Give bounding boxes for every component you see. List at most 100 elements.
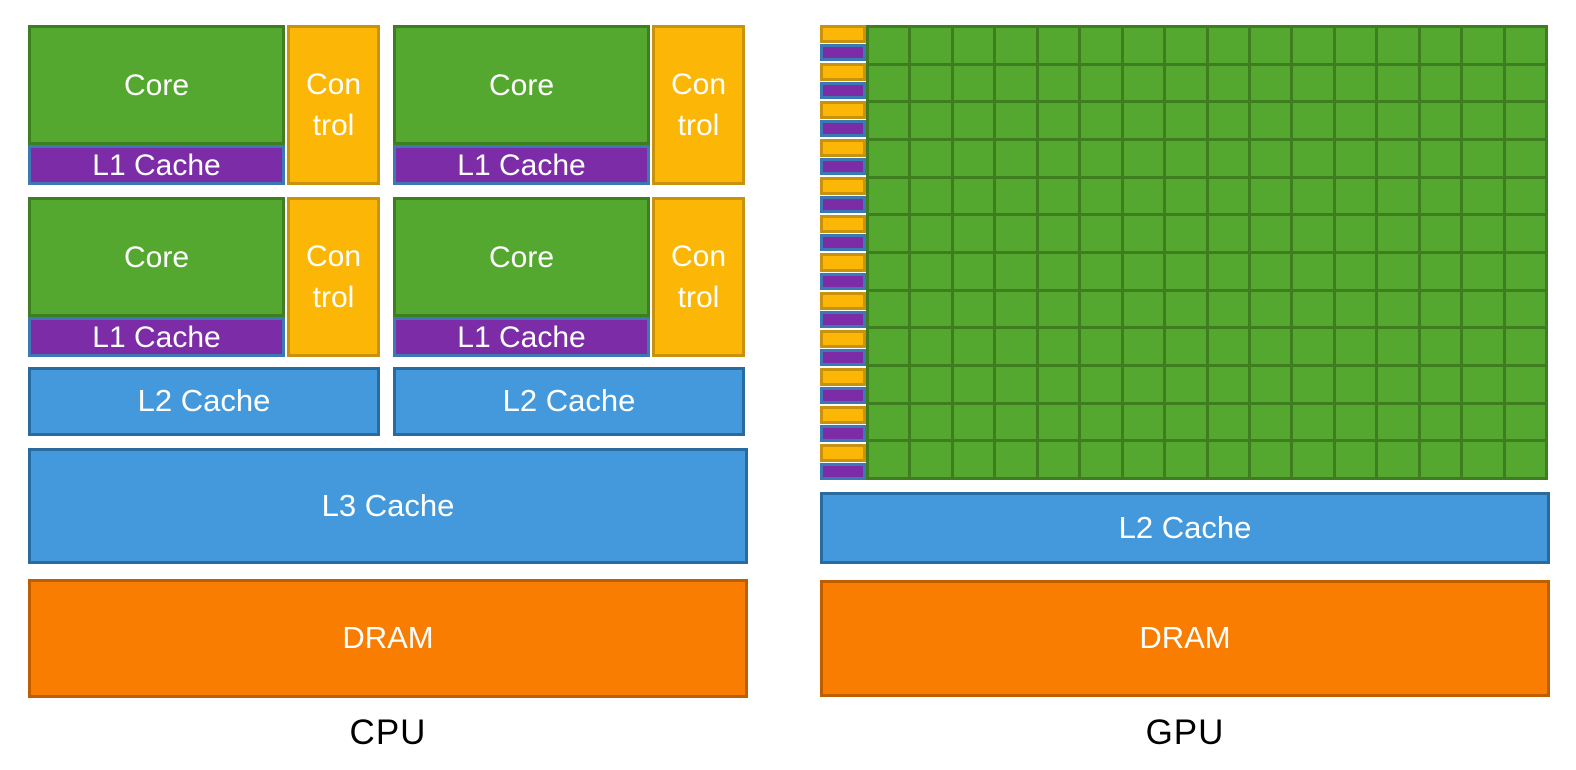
cpu-l1-cache-label: L1 Cache [92, 320, 221, 354]
gpu-core-cell [1420, 28, 1461, 63]
gpu-l1-cache-block [820, 120, 866, 138]
gpu-core-cell [1081, 141, 1121, 176]
gpu-control-block [820, 101, 866, 120]
cpu-l2-cache-label: L2 Cache [137, 383, 271, 419]
cpu-label: CPU [349, 713, 427, 752]
gpu-row-header [820, 443, 866, 480]
gpu-core-cell [869, 442, 909, 477]
gpu-core-cell [953, 216, 994, 251]
gpu-core-cell [911, 291, 951, 327]
gpu-core-cell [1463, 216, 1503, 251]
gpu-core-cell [1505, 178, 1545, 214]
gpu-core-cell [911, 254, 951, 289]
gpu-core-cell [1505, 216, 1545, 251]
gpu-core-cell [1505, 103, 1545, 138]
gpu-control-block [820, 63, 866, 82]
gpu-section: L2 Cache DRAM GPU [820, 25, 1550, 770]
gpu-core-cell [1123, 367, 1164, 402]
gpu-core-cell [1293, 28, 1333, 63]
gpu-l1-cache-block [820, 462, 866, 480]
gpu-core-cell [1081, 28, 1121, 63]
gpu-core-cell [996, 28, 1036, 63]
gpu-core-cell [869, 141, 909, 176]
gpu-core-cell [1293, 141, 1333, 176]
gpu-core-cell [1038, 178, 1079, 214]
gpu-core-cell [1463, 329, 1503, 364]
gpu-row-header [820, 291, 866, 330]
gpu-l1-cache-block [820, 348, 866, 366]
gpu-core-cell [1166, 65, 1206, 101]
gpu-core-cell [1463, 254, 1503, 289]
gpu-core-cell [1505, 442, 1545, 477]
gpu-core-cell [869, 103, 909, 138]
gpu-core-cell [869, 329, 909, 364]
gpu-core-cell [1378, 442, 1418, 477]
gpu-core-cell [1463, 141, 1503, 176]
gpu-dram-label: DRAM [1139, 620, 1231, 656]
gpu-core-cell [1081, 216, 1121, 251]
gpu-core-cell [1166, 291, 1206, 327]
cpu-core-label: Core [123, 68, 190, 102]
gpu-core-cell [1123, 329, 1164, 364]
gpu-l2-cache-block: L2 Cache [820, 492, 1550, 564]
gpu-core-cell [1378, 28, 1418, 63]
gpu-core-cell [911, 216, 951, 251]
gpu-core-cell [1038, 103, 1079, 138]
gpu-core-cell [1250, 141, 1291, 176]
gpu-core-cell [1335, 254, 1376, 289]
gpu-core-cell [1038, 254, 1079, 289]
gpu-control-block [820, 177, 866, 196]
gpu-core-cell [1123, 141, 1164, 176]
gpu-core-cell [1293, 254, 1333, 289]
gpu-core-cell [996, 178, 1036, 214]
gpu-core-cell [996, 216, 1036, 251]
gpu-core-cell [1038, 367, 1079, 402]
gpu-l1-cache-block [820, 44, 866, 62]
gpu-control-block [820, 367, 866, 386]
cpu-l3-cache-block: L3 Cache [28, 448, 748, 564]
gpu-l1-cache-block [820, 82, 866, 100]
gpu-core-cell [1208, 329, 1248, 364]
gpu-core-cell [1250, 65, 1291, 101]
cpu-dram-label: DRAM [342, 620, 434, 656]
gpu-core-cell [1293, 404, 1333, 440]
gpu-core-cell [996, 254, 1036, 289]
gpu-core-cell [911, 367, 951, 402]
gpu-core-cell [1038, 404, 1079, 440]
gpu-core-cell [1250, 178, 1291, 214]
gpu-core-cell [869, 28, 909, 63]
gpu-core-cell [996, 65, 1036, 101]
gpu-core-cell [1505, 254, 1545, 289]
gpu-core-cell [953, 367, 994, 402]
gpu-core-cell [1038, 442, 1079, 477]
gpu-l1-cache-block [820, 386, 866, 404]
gpu-core-cell [1208, 404, 1248, 440]
gpu-control-block [820, 405, 866, 424]
gpu-core-cell [911, 178, 951, 214]
gpu-core-cell [911, 329, 951, 364]
gpu-core-cell [1123, 404, 1164, 440]
gpu-core-cell [1335, 404, 1376, 440]
gpu-core-cell [911, 28, 951, 63]
gpu-core-cell [1463, 367, 1503, 402]
cpu-l3-cache-label: L3 Cache [321, 487, 455, 523]
gpu-core-cell [1463, 404, 1503, 440]
gpu-core-cell [869, 367, 909, 402]
gpu-core-cell [1081, 65, 1121, 101]
gpu-core-cell [1420, 254, 1461, 289]
gpu-core-cell [953, 442, 994, 477]
gpu-control-block [820, 253, 866, 272]
gpu-core-cell [996, 329, 1036, 364]
gpu-core-cell [869, 178, 909, 214]
gpu-control-block [820, 25, 866, 44]
gpu-l1-cache-block [820, 196, 866, 214]
gpu-core-cell [1250, 291, 1291, 327]
gpu-core-cell [1208, 65, 1248, 101]
